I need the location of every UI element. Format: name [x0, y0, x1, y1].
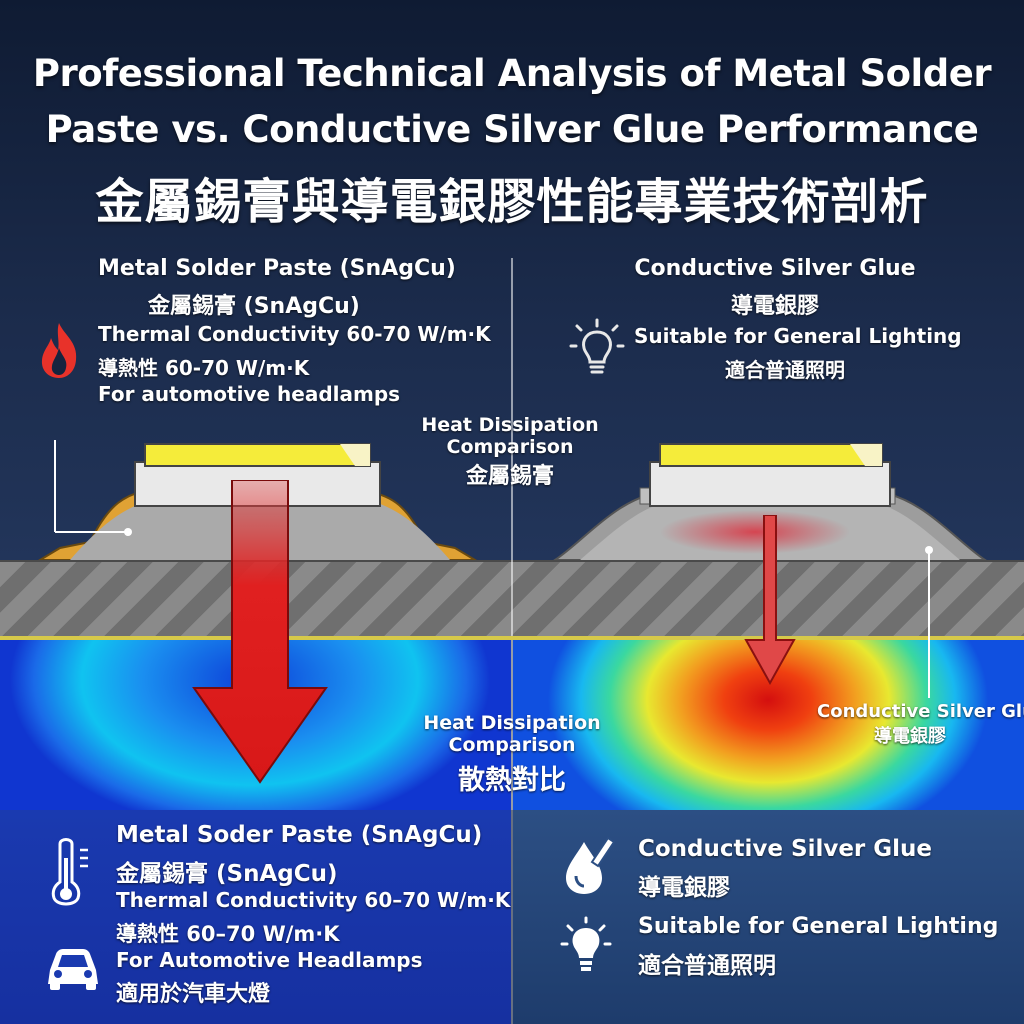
right-name-zh: 導電銀膠	[730, 294, 819, 319]
center-label-mid-line1: Heat Dissipation	[423, 712, 601, 734]
right-use-en: Suitable for General Lighting	[634, 324, 962, 348]
bottom-left-panel	[0, 810, 511, 1024]
center-label-top-line1: Heat Dissipation	[421, 414, 599, 436]
bottom-right-name-zh: 導電銀膠	[638, 875, 730, 901]
car-icon	[48, 949, 98, 990]
bottom-left-conductivity-en: Thermal Conductivity 60–70 W/m·K	[116, 888, 511, 912]
right-callout-zh: 導電銀膠	[874, 726, 946, 747]
center-label-mid-line2: Comparison	[448, 734, 576, 756]
bottom-right-name-en: Conductive Silver Glue	[638, 836, 933, 862]
left-heat-arrow-icon	[192, 480, 328, 784]
bottom-right-panel	[513, 810, 1024, 1024]
lightbulb-bottom-icon	[560, 916, 612, 971]
left-name-en: Metal Solder Paste (SnAgCu)	[98, 256, 456, 281]
right-callout-line	[928, 552, 930, 698]
bottom-left-name-en: Metal Soder Paste (SnAgCu)	[116, 822, 483, 848]
thermometer-icon	[51, 838, 88, 906]
center-label-top-line2: Comparison	[446, 436, 574, 458]
center-divider-top	[511, 258, 513, 560]
bottom-right-use-en: Suitable for General Lighting	[638, 914, 999, 939]
left-use-en: For automotive headlamps	[98, 382, 401, 406]
title-line-2: Paste vs. Conductive Silver Glue Perform…	[45, 108, 979, 151]
title-line-1: Professional Technical Analysis of Metal…	[32, 52, 992, 95]
center-label-top-line3: 金屬錫膏	[465, 464, 554, 489]
left-conductivity-en: Thermal Conductivity 60-70 W/m·K	[98, 322, 491, 346]
bottom-divider	[511, 810, 513, 1024]
right-heat-arrow-icon	[744, 515, 796, 686]
bottom-left-use-en: For Automotive Headlamps	[116, 948, 423, 972]
bottom-right-use-zh: 適合普通照明	[638, 953, 776, 979]
right-use-zh: 適合普通照明	[725, 358, 845, 382]
glue-drop-icon	[566, 836, 616, 894]
left-conductivity-zh: 導熱性 60-70 W/m·K	[98, 356, 310, 380]
bottom-left-name-zh: 金屬錫膏 (SnAgCu)	[116, 861, 338, 887]
center-divider-middle	[511, 560, 513, 810]
bottom-left-conductivity-zh: 導熱性 60–70 W/m·K	[116, 922, 340, 946]
bottom-left-use-zh: 適用於汽車大燈	[116, 982, 271, 1007]
left-name-zh: 金屬錫膏 (SnAgCu)	[148, 294, 360, 319]
center-label-mid-line3: 散熱對比	[458, 765, 566, 796]
title-line-3-chinese: 金屬錫膏與導電銀膠性能專業技術剖析	[95, 174, 929, 230]
substrate-interface-line	[0, 636, 1024, 640]
flame-icon	[41, 323, 77, 378]
right-callout-en: Conductive Silver Glue	[817, 701, 1024, 722]
right-name-en: Conductive Silver Glue	[634, 256, 916, 281]
lightbulb-icon	[569, 318, 625, 374]
